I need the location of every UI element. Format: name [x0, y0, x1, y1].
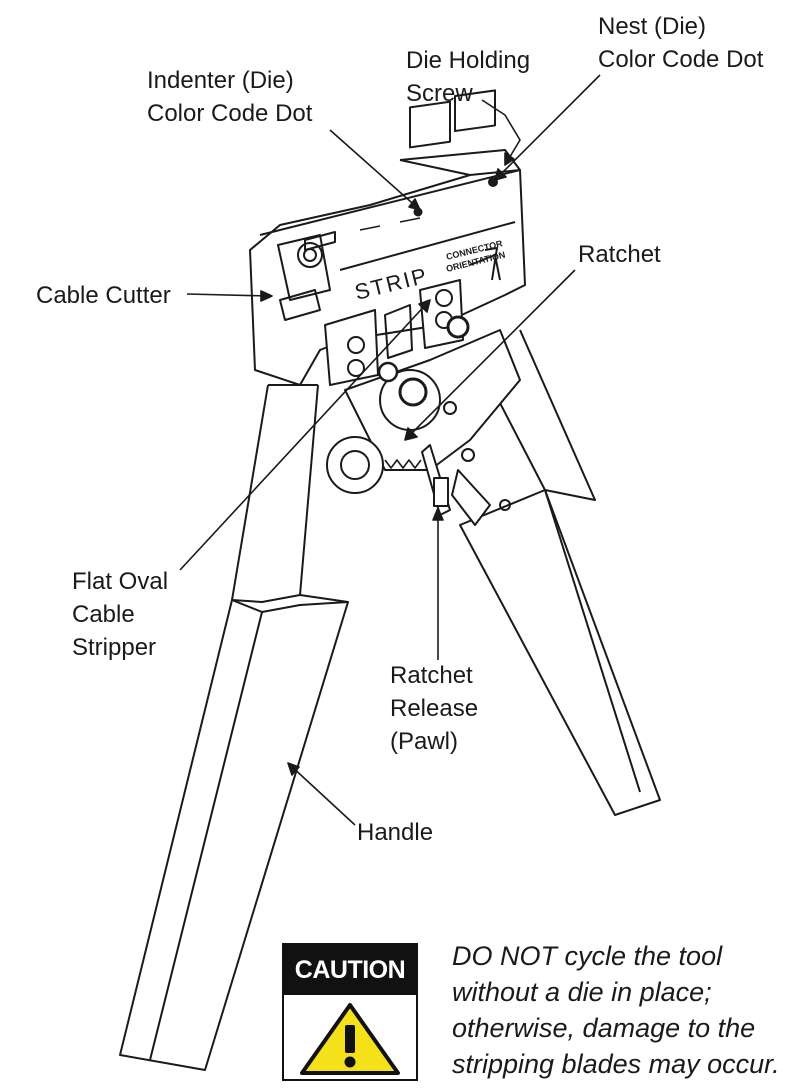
nest-dot-leader: [494, 74, 601, 181]
cable-cutter-label: Cable Cutter: [36, 282, 171, 309]
indenter-dot-leader: [329, 129, 421, 211]
caution-heading: CAUTION: [284, 945, 416, 995]
ratchet-mechanism: [326, 329, 521, 526]
nest-dot-label: Nest (Die) Color Code Dot: [598, 13, 764, 73]
warning-triangle-icon: [300, 1003, 400, 1075]
caution-message: DO NOT cycle the tool without a die in p…: [452, 941, 780, 1079]
cable-cutter-leader: [186, 293, 271, 297]
caution-box: CAUTION: [282, 943, 418, 1081]
die-screw-leader: [481, 99, 521, 166]
die-head: [249, 89, 526, 386]
ratchet-release-label: Ratchet Release (Pawl): [390, 662, 479, 755]
flat-oval-stripper-label: Flat Oval Cable Stripper: [72, 568, 169, 661]
die-holding-screw-label: Die Holding Screw: [406, 47, 531, 107]
indenter-dot-label: Indenter (Die) Color Code Dot: [147, 67, 313, 127]
ratchet-label: Ratchet: [578, 241, 661, 268]
left-handle: [119, 384, 349, 1071]
handle-leader: [289, 764, 356, 826]
handle-label: Handle: [357, 819, 434, 846]
leader-lines: [179, 74, 601, 826]
ratchet-leader: [404, 269, 576, 441]
flat-oval-stripper-leader: [179, 299, 431, 571]
